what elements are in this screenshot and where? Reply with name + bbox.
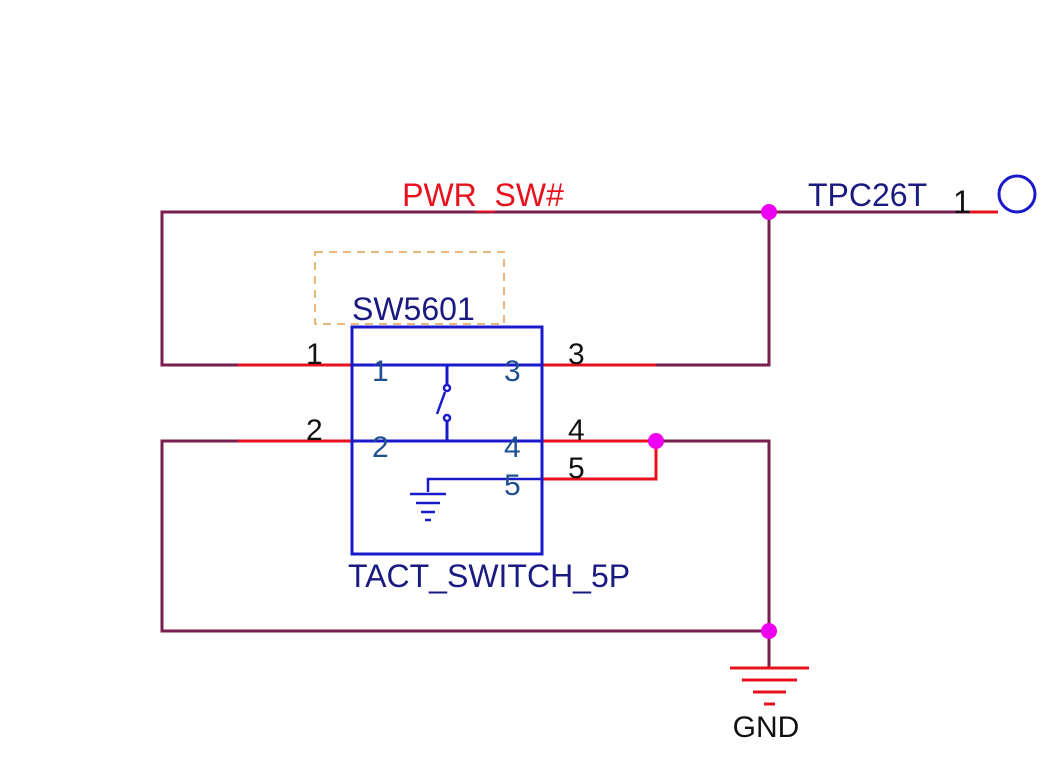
pin-1-number: 1: [306, 338, 323, 371]
net-label-pwr-sw[interactable]: PWR_SW#: [402, 177, 564, 213]
ground-icon[interactable]: [730, 666, 809, 706]
wire-pin4-to-gnd[interactable]: [656, 439, 771, 668]
component-refdes[interactable]: SW5601: [352, 291, 475, 327]
testpoint-refdes[interactable]: TPC26T: [808, 177, 927, 213]
pin-5-name: 5: [504, 469, 521, 502]
pin-5-number: 5: [568, 452, 585, 485]
pin-1-name: 1: [372, 355, 389, 388]
component-value[interactable]: TACT_SWITCH_5P: [348, 558, 630, 594]
contact-lever: [435, 391, 447, 415]
junctions: [648, 204, 777, 639]
wire-pin3-to-net[interactable]: [656, 212, 771, 367]
pins: [238, 210, 998, 481]
pin-4-number: 4: [568, 414, 585, 447]
contact-bottom: [442, 413, 452, 423]
internal-line-5: [426, 477, 542, 492]
wire-gnd-loop[interactable]: [160, 439, 769, 633]
wire-pwr-sw-loop[interactable]: [160, 210, 970, 367]
junction-dot[interactable]: [761, 623, 777, 639]
pin-4-name: 4: [504, 431, 521, 464]
ground-label[interactable]: GND: [733, 711, 800, 744]
chassis-ground-icon: [410, 492, 446, 522]
pin-3-number: 3: [568, 338, 585, 371]
junction-dot[interactable]: [761, 204, 777, 220]
junction-dot[interactable]: [648, 433, 664, 449]
pin-3-name: 3: [504, 355, 521, 388]
pin-5[interactable]: [542, 441, 658, 481]
testpoint-circle-icon[interactable]: [997, 174, 1037, 214]
placement-keepout: [314, 251, 505, 325]
testpoint-pin-number: 1: [953, 184, 971, 220]
switch-symbol[interactable]: [350, 325, 544, 556]
pin-2-number: 2: [306, 414, 323, 447]
contact-top: [442, 383, 452, 393]
pin-2-name: 2: [372, 431, 389, 464]
wires: [160, 210, 970, 668]
